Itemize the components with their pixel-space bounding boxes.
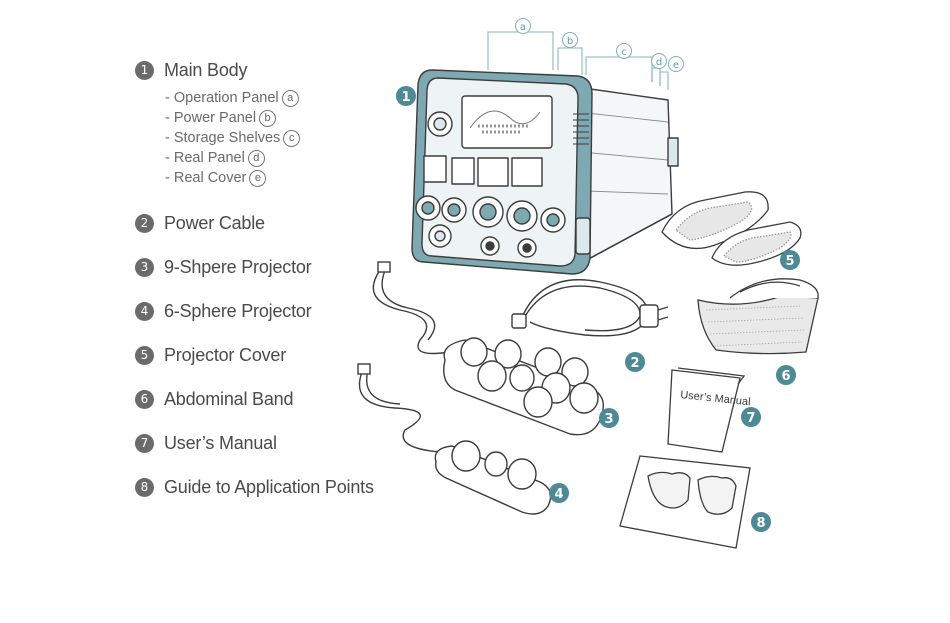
application-guide-sheet	[619, 455, 751, 549]
bracket-labels: a b c d e	[515, 18, 684, 72]
legend-item-power-cable: 2 Power Cable	[135, 213, 265, 234]
legend-item-projector-cover: 5 Projector Cover	[135, 345, 286, 366]
callout-projector-cover: 5	[785, 254, 794, 269]
projector-covers	[661, 191, 802, 266]
callout-users-manual: 7	[746, 411, 755, 426]
six-sphere-projector	[357, 363, 552, 515]
number-callouts: 1 2 3 4 5 6 7 8	[396, 86, 800, 532]
legend-number: 2	[135, 214, 154, 233]
callout-power-cable: 2	[630, 356, 639, 371]
legend-number: 5	[135, 346, 154, 365]
bracket-label-a: a	[520, 22, 526, 33]
abdominal-band	[697, 278, 819, 355]
bracket-label-b: b	[567, 36, 573, 47]
nine-sphere-projector	[372, 261, 604, 436]
legend-label: Abdominal Band	[164, 389, 294, 409]
legend-label: User’s Manual	[164, 433, 277, 453]
legend-label: Power Cable	[164, 213, 265, 233]
legend-label: Main Body	[164, 60, 248, 80]
legend-label: 6-Sphere Projector	[164, 301, 312, 321]
legend-item-9-sphere-projector: 3 9-Shpere Projector	[135, 257, 312, 278]
callout-9-sphere: 3	[604, 412, 613, 427]
legend-item-users-manual: 7 User’s Manual	[135, 433, 277, 454]
legend-number: 8	[135, 478, 154, 497]
legend-number: 1	[135, 61, 154, 80]
legend-label: 9-Shpere Projector	[164, 257, 312, 277]
legend-label: Projector Cover	[164, 345, 287, 365]
legend-item-main-body: 1 Main Body	[135, 60, 247, 81]
legend-item-guide: 8 Guide to Application Points	[135, 477, 374, 498]
callout-main-body: 1	[401, 90, 410, 105]
power-cable	[511, 279, 669, 337]
legend-number: 7	[135, 434, 154, 453]
legend-number: 6	[135, 390, 154, 409]
bracket-label-e: e	[673, 60, 679, 71]
bracket-label-c: c	[621, 47, 627, 58]
callout-guide: 8	[756, 516, 765, 531]
legend-label: Guide to Application Points	[164, 477, 374, 497]
callout-6-sphere: 4	[554, 487, 563, 502]
callout-abdominal-band: 6	[781, 369, 790, 384]
bracket-label-d: d	[656, 57, 662, 68]
users-manual: User’s Manual	[667, 367, 751, 453]
legend-item-abdominal-band: 6 Abdominal Band	[135, 389, 293, 410]
legend-number: 4	[135, 302, 154, 321]
legend-item-6-sphere-projector: 4 6-Sphere Projector	[135, 301, 312, 322]
legend-number: 3	[135, 258, 154, 277]
main-body-device	[411, 69, 679, 275]
